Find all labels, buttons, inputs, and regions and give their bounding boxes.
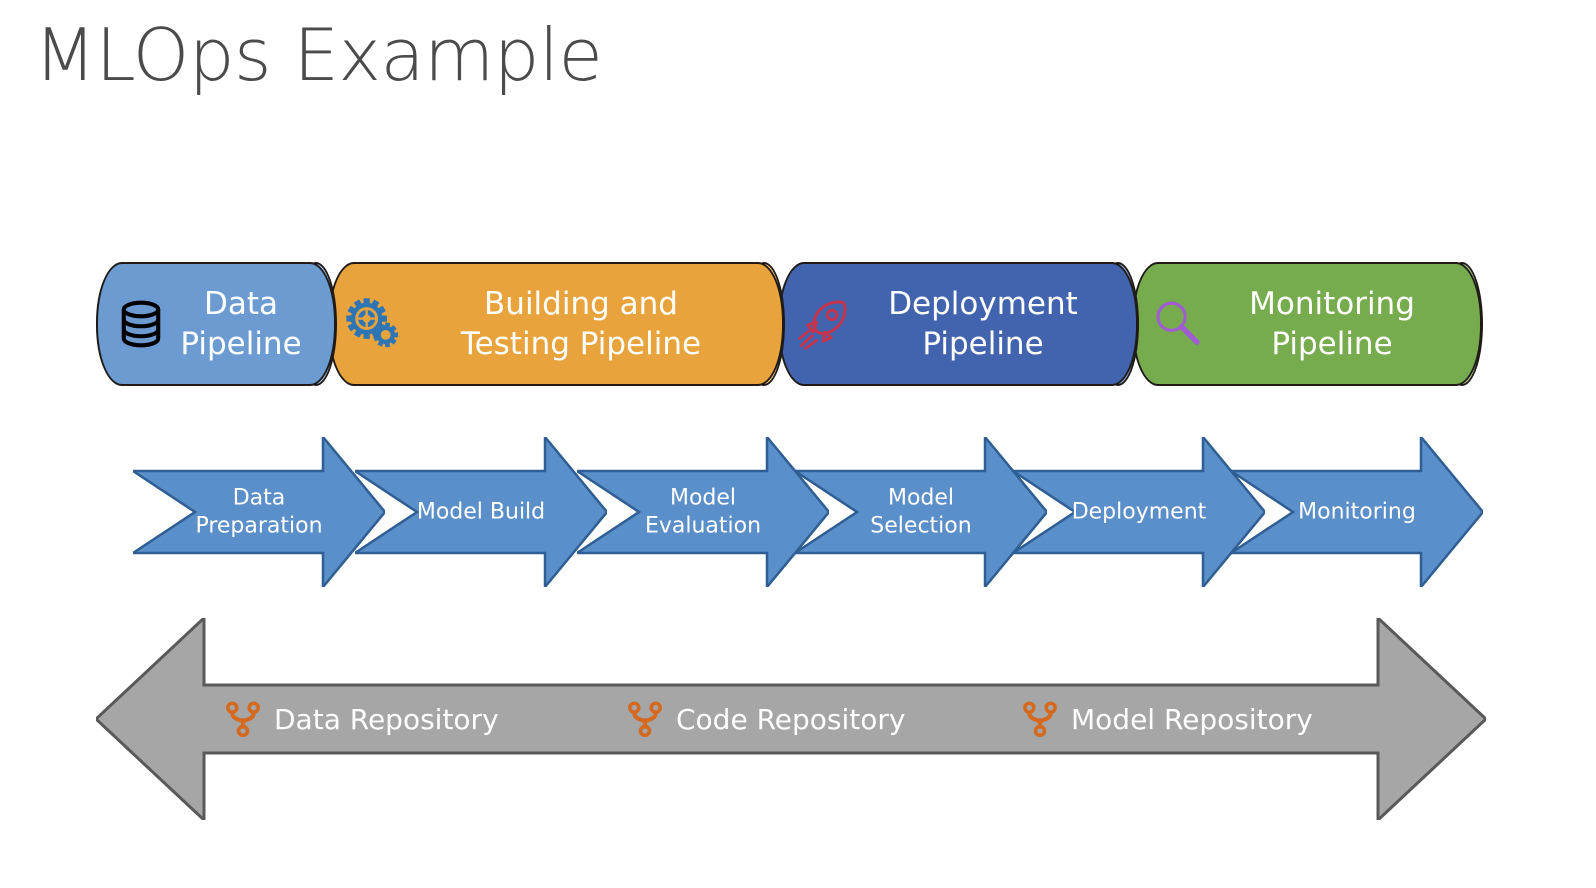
pipeline-segment-1[interactable]: Data Pipeline: [96, 262, 337, 386]
pipeline-segment-content: Monitoring Pipeline: [1132, 262, 1482, 386]
repository-item-3[interactable]: Model Repository: [1021, 697, 1313, 741]
pipeline-segment-label: Building and Testing Pipeline: [460, 285, 702, 362]
process-chevron-2[interactable]: Model Build: [355, 437, 607, 587]
repository-item-2[interactable]: Code Repository: [626, 697, 905, 741]
git-branch-icon: [626, 697, 664, 741]
magnifier-icon: [1146, 293, 1208, 355]
chevron-shape: [1013, 437, 1265, 587]
double-arrow-shape: [96, 618, 1486, 820]
repository-double-arrow: Data Repository Code Repository Model Re…: [96, 618, 1486, 820]
pipeline-segment-content: Data Pipeline: [96, 262, 336, 386]
chevron-shape: [577, 437, 829, 587]
git-branch-icon: [224, 697, 262, 741]
repository-label: Model Repository: [1071, 702, 1313, 736]
database-icon: [110, 293, 172, 355]
repository-label: Code Repository: [676, 702, 906, 736]
repository-label: Data Repository: [274, 702, 499, 736]
process-chevron-3[interactable]: Model Evaluation: [577, 437, 829, 587]
pipeline-segment-4[interactable]: Monitoring Pipeline: [1132, 262, 1483, 386]
git-branch-icon: [1021, 697, 1059, 741]
process-chevron-6[interactable]: Monitoring: [1231, 437, 1483, 587]
pipeline-segment-content: Deployment Pipeline: [778, 262, 1138, 386]
pipeline-band: Data Pipeline Building and Testing Pipel…: [96, 262, 1483, 386]
repository-item-1[interactable]: Data Repository: [224, 697, 499, 741]
chevron-shape: [795, 437, 1047, 587]
pipeline-segment-2[interactable]: Building and Testing Pipeline: [328, 262, 785, 386]
rocket-icon: [792, 293, 854, 355]
pipeline-segment-3[interactable]: Deployment Pipeline: [778, 262, 1139, 386]
gears-icon: [342, 293, 404, 355]
repository-item-list: Data Repository Code Repository Model Re…: [96, 618, 1486, 820]
page-title: MLOps Example: [34, 13, 603, 97]
process-chevron-1[interactable]: Data Preparation: [133, 437, 385, 587]
pipeline-segment-label: Monitoring Pipeline: [1249, 285, 1415, 362]
pipeline-segment-body: [1132, 262, 1482, 386]
pipeline-segment-label: Data Pipeline: [180, 285, 302, 362]
pipeline-segment-body: [328, 262, 784, 386]
pipeline-segment-label: Deployment Pipeline: [888, 285, 1078, 362]
chevron-shape: [133, 437, 385, 587]
chevron-shape: [1231, 437, 1483, 587]
process-chevron-4[interactable]: Model Selection: [795, 437, 1047, 587]
process-chevron-5[interactable]: Deployment: [1013, 437, 1265, 587]
pipeline-segment-content: Building and Testing Pipeline: [328, 262, 784, 386]
chevron-shape: [355, 437, 607, 587]
